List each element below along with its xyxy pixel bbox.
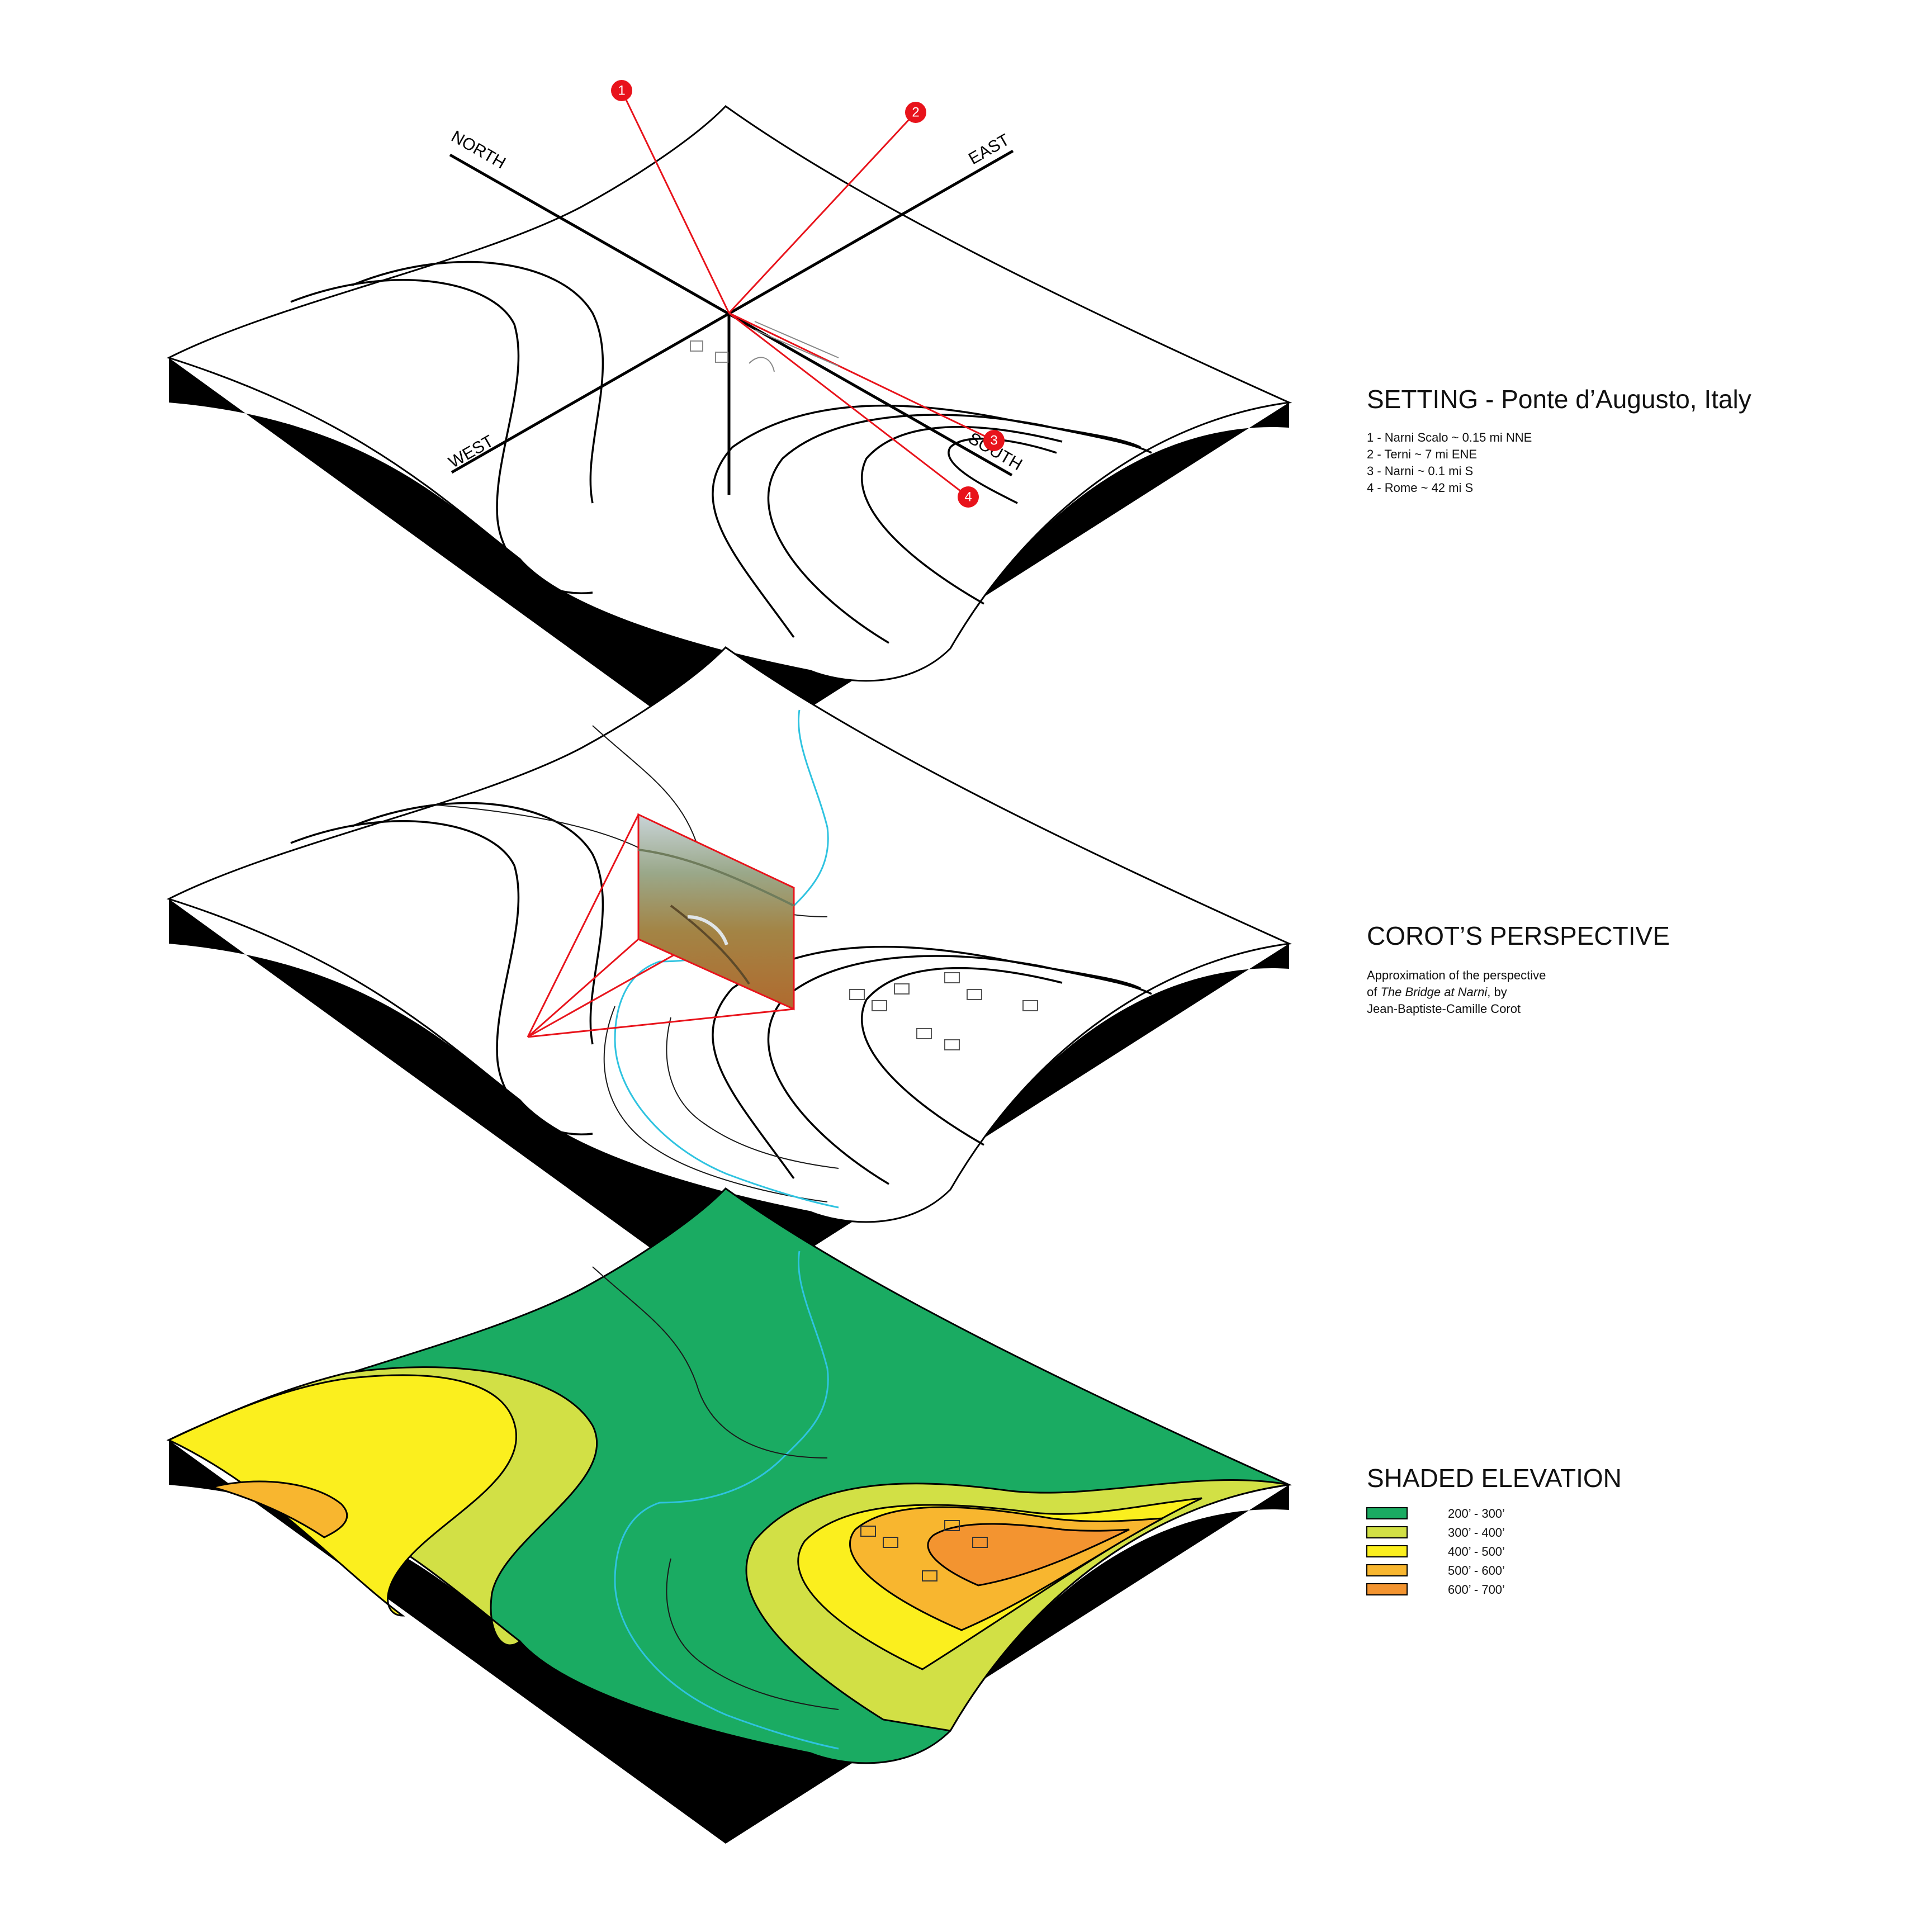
marker-2-number: 2 <box>912 105 919 120</box>
legend-item-400-500: 400’ - 500’ <box>1366 1545 1505 1559</box>
legend-item-300-400: 300’ - 400’ <box>1366 1526 1505 1540</box>
road-line <box>435 804 643 850</box>
elevation-title: SHADED ELEVATION <box>1367 1464 1622 1493</box>
marker-2[interactable]: 2 <box>905 102 926 123</box>
east-label: EAST <box>965 130 1012 168</box>
legend-label: 300’ - 400’ <box>1448 1526 1505 1540</box>
sight-line-1 <box>621 90 730 314</box>
perspective-title: COROT’S PERSPECTIVE <box>1367 921 1670 950</box>
contour-line <box>860 426 1063 605</box>
contour-line <box>767 414 1152 644</box>
legend-label: 400’ - 500’ <box>1448 1545 1505 1559</box>
town-buildings <box>849 972 1038 1050</box>
perspective-line-1: Approximation of the perspective <box>1367 968 1546 982</box>
legend-label: 500’ - 600’ <box>1448 1564 1505 1578</box>
contour-line <box>860 967 1063 1146</box>
bridge-sketch <box>690 321 839 372</box>
east-west-axis <box>451 149 1014 474</box>
river <box>614 1251 839 1750</box>
marker-3-number: 3 <box>990 433 997 448</box>
sight-line-2 <box>728 111 917 314</box>
terrain-side <box>169 1440 1289 1844</box>
legend-item-600-700: 600’ - 700’ <box>1366 1583 1505 1597</box>
perspective-line-3: Jean-Baptiste-Camille Corot <box>1367 1002 1521 1016</box>
sight-line-3 <box>728 312 995 442</box>
river <box>614 709 839 1209</box>
elevation-layer <box>166 1187 1292 1844</box>
legend-item-200-300: 200’ - 300’ <box>1366 1507 1505 1521</box>
setting-marker-4-text: 4 - Rome ~ 42 mi S <box>1367 481 1473 495</box>
setting-marker-2-text: 2 - Terni ~ 7 mi ENE <box>1367 447 1477 461</box>
setting-legend: SETTING - Ponte d’Augusto, Italy 1 - Nar… <box>1367 385 1751 495</box>
marker-4[interactable]: 4 <box>958 486 979 508</box>
north-label: NORTH <box>448 127 509 172</box>
contour-line <box>352 261 604 504</box>
contour-line <box>290 279 593 594</box>
road-line <box>603 1006 828 1202</box>
sight-line-4 <box>728 312 969 498</box>
legend-item-500-600: 500’ - 600’ <box>1366 1564 1505 1578</box>
setting-marker-3-text: 3 - Narni ~ 0.1 mi S <box>1367 464 1473 478</box>
contour-line <box>948 438 1057 504</box>
perspective-legend: COROT’S PERSPECTIVE Approximation of the… <box>1367 921 1670 1016</box>
contour-line <box>352 802 604 1045</box>
setting-marker-1-text: 1 - Narni Scalo ~ 0.15 mi NNE <box>1367 430 1532 444</box>
road-line <box>666 1017 839 1169</box>
marker-1-number: 1 <box>618 83 625 98</box>
marker-3[interactable]: 3 <box>983 430 1005 451</box>
legend-label: 200’ - 300’ <box>1448 1507 1505 1521</box>
elevation-band-400-500-west <box>167 1374 517 1617</box>
legend-label: 600’ - 700’ <box>1448 1583 1505 1597</box>
road-line <box>592 1266 828 1459</box>
road-line <box>666 1558 839 1710</box>
elevation-band-600-700-east <box>927 1523 1130 1587</box>
corot-painting <box>637 813 795 1011</box>
contour-line <box>290 820 593 1135</box>
elevation-band-500-600-west <box>209 1480 348 1538</box>
marker-1[interactable]: 1 <box>611 80 632 101</box>
elevation-legend: SHADED ELEVATION 200’ - 300’ 300’ - 400’… <box>1366 1464 1622 1597</box>
town-buildings <box>860 1520 988 1581</box>
perspective-line-2: of The Bridge at Narni, by <box>1367 985 1507 999</box>
marker-4-number: 4 <box>964 490 972 505</box>
contour-line <box>767 955 1152 1185</box>
setting-title: SETTING - Ponte d’Augusto, Italy <box>1367 385 1751 414</box>
